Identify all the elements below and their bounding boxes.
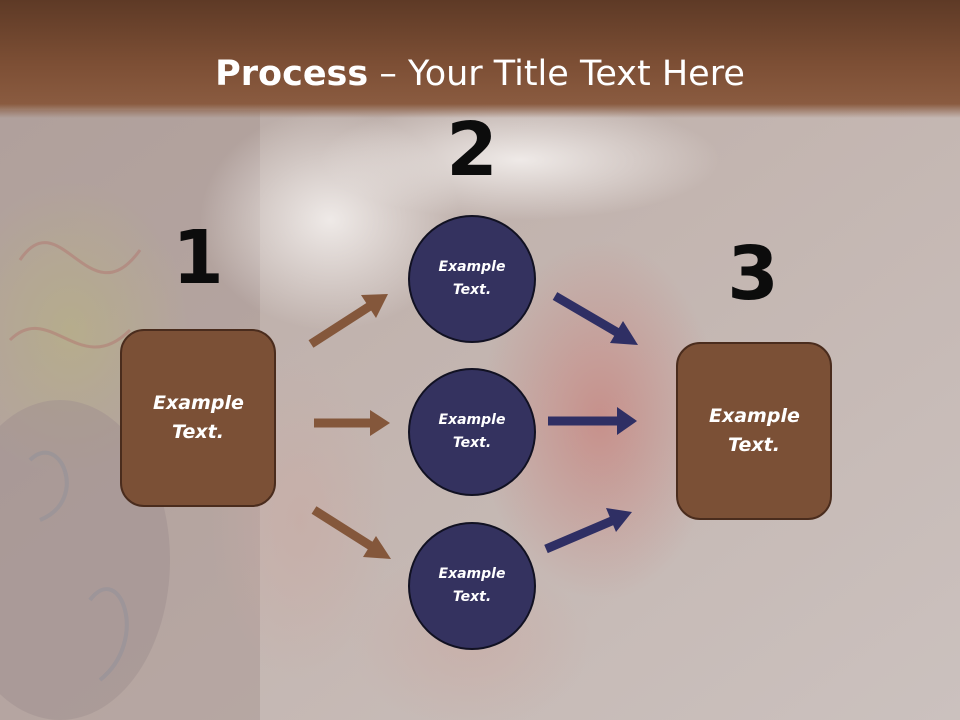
arrow-top-to-right — [552, 292, 638, 345]
process-box-right: Example Text. — [676, 342, 832, 520]
arrow-left-to-bottom — [311, 506, 391, 559]
process-circle-middle: Example Text. — [408, 368, 536, 496]
process-circle-top: Example Text. — [408, 215, 536, 343]
step-number-3: 3 — [727, 231, 779, 317]
title-rest: – Your Title Text Here — [368, 54, 745, 94]
slide-title: Process – Your Title Text Here — [0, 52, 960, 96]
process-box-left: Example Text. — [120, 329, 276, 507]
arrow-left-to-middle — [314, 410, 390, 436]
step-number-2: 2 — [446, 107, 498, 193]
process-box-right-text: Example Text. — [709, 405, 800, 456]
arrow-bottom-to-right — [544, 508, 632, 554]
process-box-left-text: Example Text. — [153, 392, 244, 443]
process-circle-middle-text: Example Text. — [438, 412, 506, 451]
title-bold: Process — [215, 54, 369, 94]
arrow-middle-to-right — [548, 407, 637, 435]
title-bar — [0, 0, 960, 118]
process-circle-top-text: Example Text. — [438, 259, 506, 298]
process-circle-bottom-text: Example Text. — [438, 566, 506, 605]
process-circle-bottom: Example Text. — [408, 522, 536, 650]
step-number-1: 1 — [172, 215, 224, 301]
arrow-left-to-top — [308, 294, 388, 348]
